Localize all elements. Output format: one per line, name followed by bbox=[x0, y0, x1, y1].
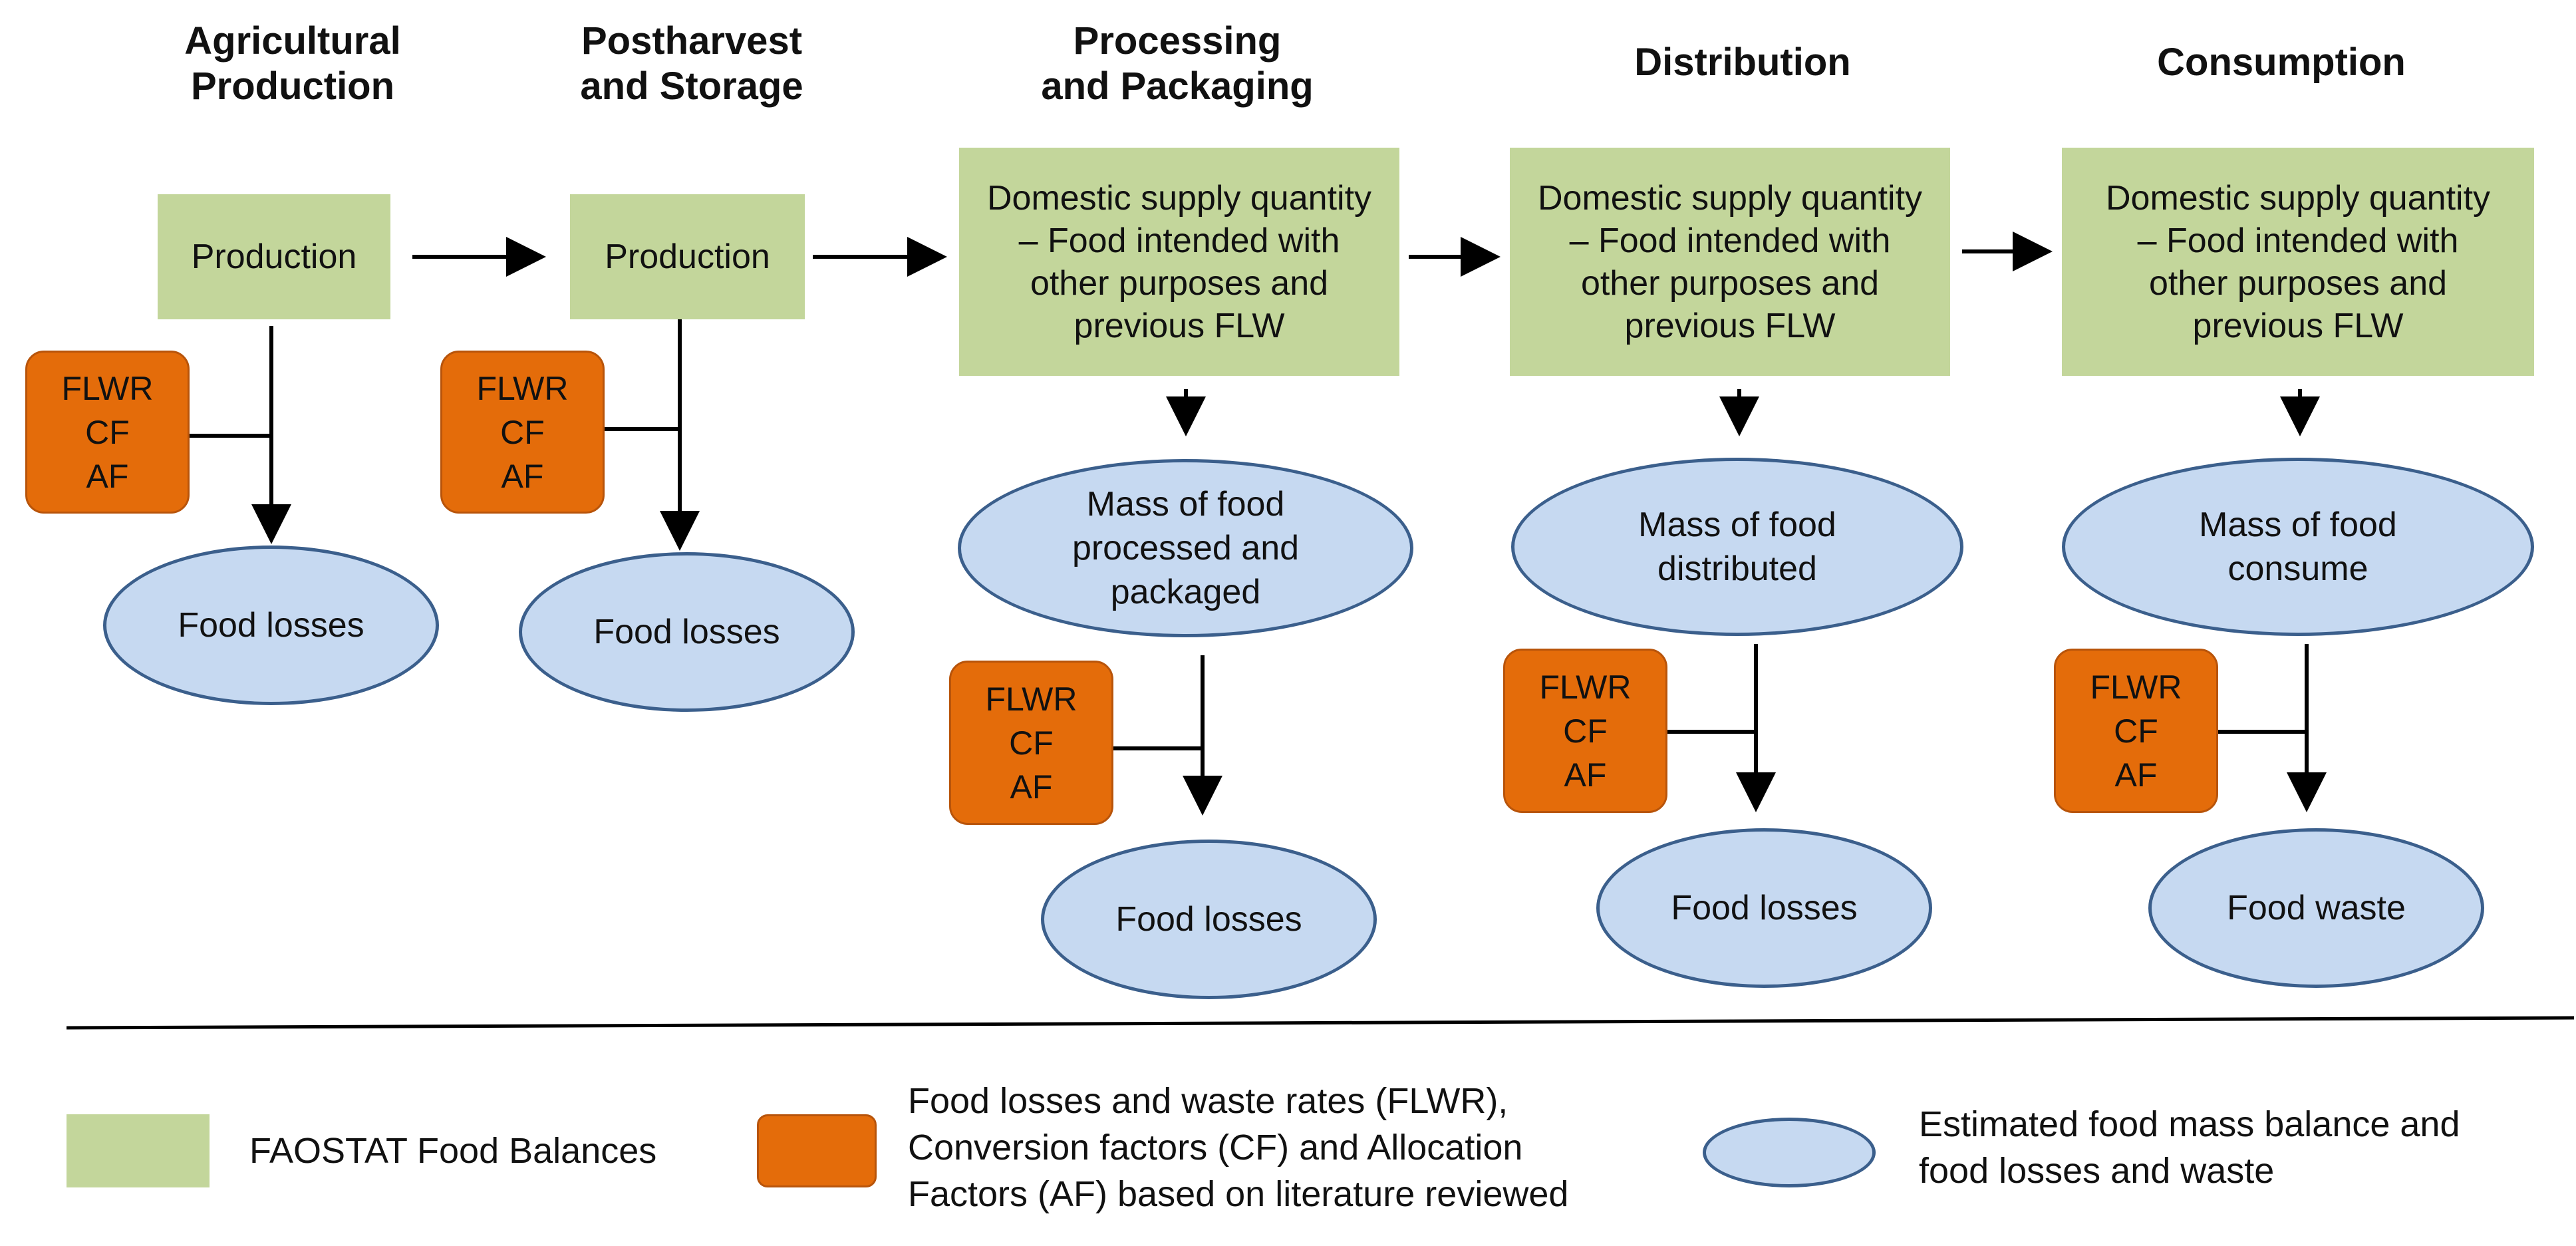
mass-ellipse-distribution: Mass of food distributed bbox=[1511, 458, 1963, 636]
factor-cf: CF bbox=[1563, 712, 1608, 750]
mass-ellipse-processing: Mass of food processed and packaged bbox=[958, 459, 1413, 637]
factor-flwr: FLWR bbox=[2090, 668, 2182, 706]
legend-orange-label: Food losses and waste rates (FLWR), Conv… bbox=[908, 1081, 1569, 1214]
factors-box-postharvest: FLWR CF AF bbox=[440, 351, 605, 514]
stage-title-distribution: Distribution bbox=[1634, 41, 1851, 84]
food-losses-ellipse-postharvest: Food losses bbox=[519, 552, 855, 712]
factor-af: AF bbox=[1010, 768, 1053, 806]
domestic-supply-box-processing: Domestic supply quantity – Food intended… bbox=[959, 148, 1399, 376]
factor-af: AF bbox=[2114, 756, 2158, 794]
factor-flwr: FLWR bbox=[61, 369, 154, 407]
food-losses-ellipse-agricultural: Food losses bbox=[103, 545, 439, 705]
factor-flwr: FLWR bbox=[985, 680, 1077, 718]
legend-green-label: FAOSTAT Food Balances bbox=[249, 1131, 657, 1171]
stage-title-consumption: Consumption bbox=[2157, 41, 2406, 84]
legend-blue-swatch bbox=[1703, 1118, 1876, 1187]
production-box-postharvest: Production bbox=[570, 194, 805, 319]
factors-box-consumption: FLWR CF AF bbox=[2054, 649, 2218, 813]
factor-af: AF bbox=[86, 457, 129, 495]
factors-box-distribution: FLWR CF AF bbox=[1503, 649, 1667, 813]
factor-cf: CF bbox=[500, 413, 545, 451]
factor-flwr: FLWR bbox=[1539, 668, 1632, 706]
stage-title-postharvest-storage: Postharvest and Storage bbox=[580, 19, 803, 108]
legend-green-swatch bbox=[67, 1114, 210, 1187]
factor-cf: CF bbox=[1009, 724, 1054, 762]
factor-af: AF bbox=[501, 457, 544, 495]
factor-cf: CF bbox=[2114, 712, 2158, 750]
domestic-supply-box-consumption: Domestic supply quantity – Food intended… bbox=[2062, 148, 2534, 376]
legend-orange-swatch bbox=[757, 1114, 877, 1187]
factor-cf: CF bbox=[85, 413, 130, 451]
factors-box-agricultural: FLWR CF AF bbox=[25, 351, 190, 514]
factor-flwr: FLWR bbox=[476, 369, 569, 407]
mass-ellipse-consumption: Mass of food consume bbox=[2062, 458, 2534, 636]
food-losses-ellipse-processing: Food losses bbox=[1041, 840, 1377, 999]
food-losses-ellipse-distribution: Food losses bbox=[1596, 828, 1932, 988]
production-box-agricultural: Production bbox=[158, 194, 390, 319]
legend-blue-label: Estimated food mass balance and food los… bbox=[1919, 1104, 2460, 1191]
factor-af: AF bbox=[1564, 756, 1607, 794]
legend-divider bbox=[66, 1016, 2575, 1030]
domestic-supply-box-distribution: Domestic supply quantity – Food intended… bbox=[1510, 148, 1950, 376]
stage-title-agricultural-production: Agricultural Production bbox=[184, 19, 401, 108]
food-waste-ellipse-consumption: Food waste bbox=[2148, 828, 2484, 988]
stage-title-processing-packaging: Processing and Packaging bbox=[1041, 19, 1314, 108]
factors-box-processing: FLWR CF AF bbox=[949, 661, 1113, 825]
